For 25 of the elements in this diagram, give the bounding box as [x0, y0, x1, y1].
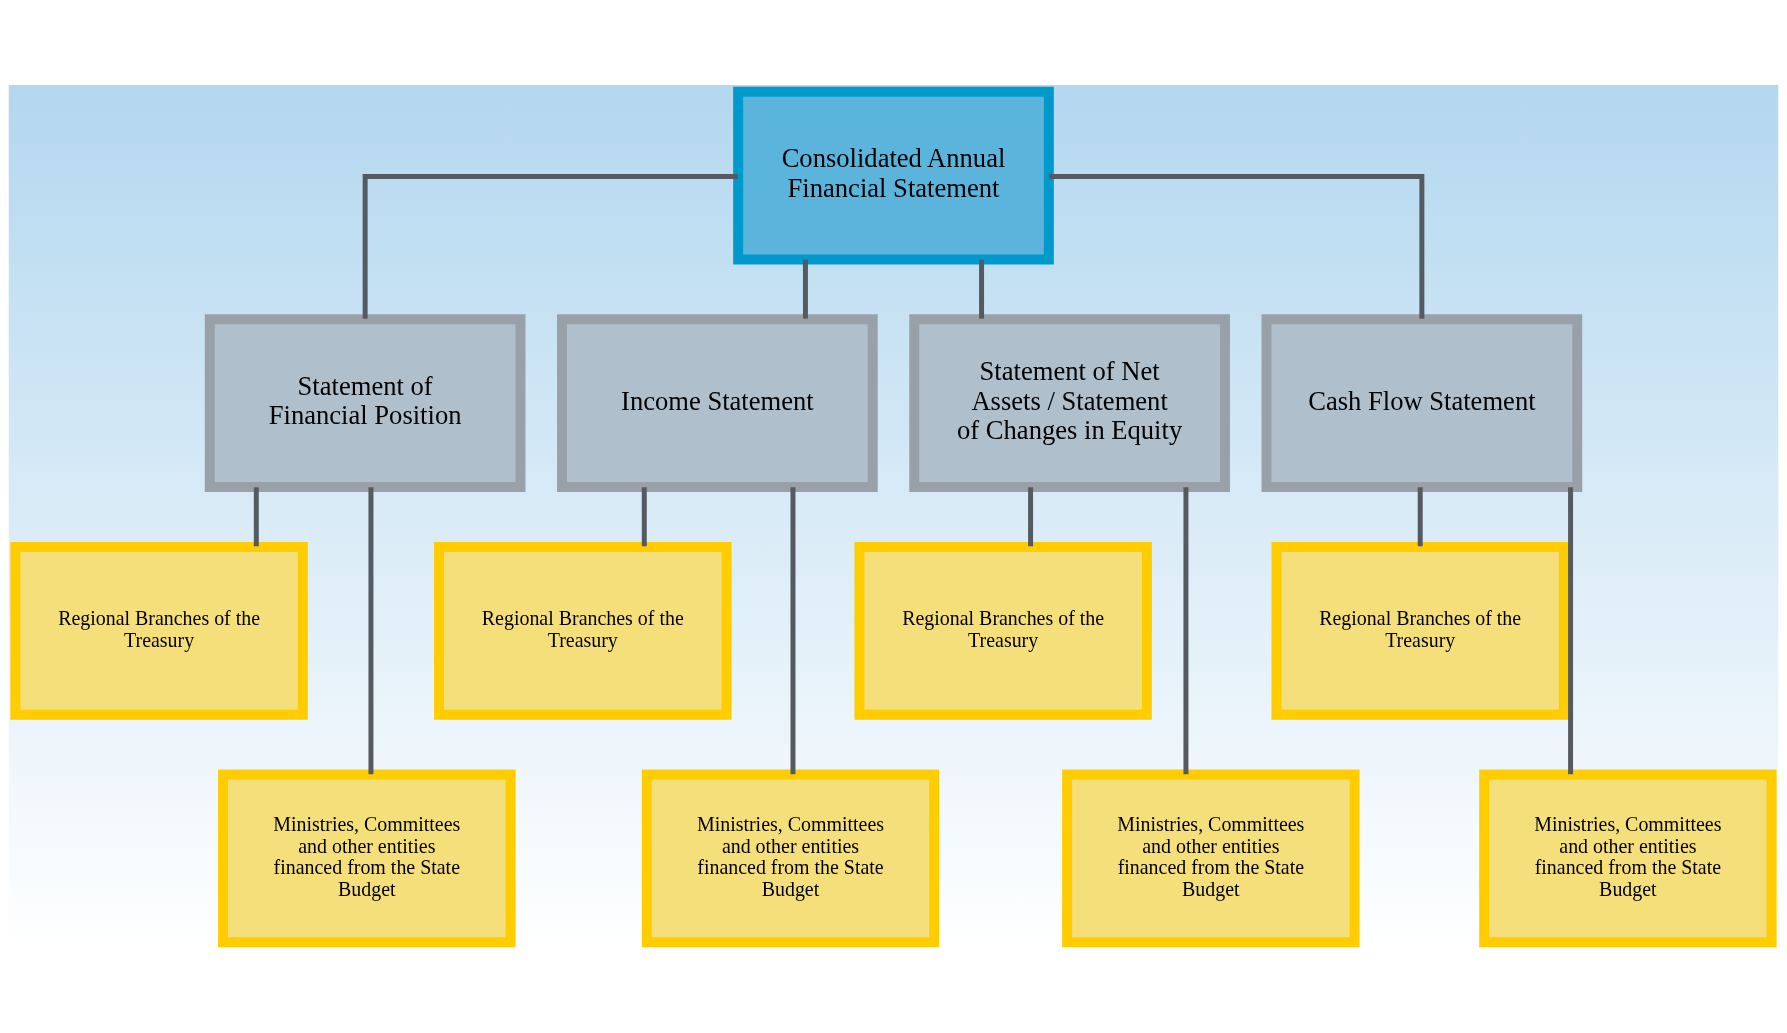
- node-box: Consolidated Annual Financial Statement: [733, 86, 1054, 264]
- node-box: Ministries, Committees and other entities financed from the State Budget: [1062, 769, 1360, 947]
- node-box: Cash Flow Statement: [1261, 313, 1583, 492]
- node-box: Ministries, Committees and other entities financed from the State Budget: [1479, 769, 1777, 947]
- node-box: Ministries, Committees and other entities financed from the State Budget: [218, 769, 516, 947]
- node-box: Income Statement: [557, 313, 878, 492]
- node-box: Regional Branches of the Treasury: [434, 541, 732, 720]
- node-box: Ministries, Committees and other entities financed from the State Budget: [641, 769, 940, 947]
- connector: [253, 486, 259, 546]
- connector: [790, 486, 796, 774]
- node-box: Regional Branches of the Treasury: [10, 541, 308, 720]
- connector: [362, 173, 738, 319]
- connector: [1183, 486, 1189, 774]
- connector: [1049, 173, 1425, 319]
- node-box: Regional Branches of the Treasury: [1271, 541, 1569, 720]
- connector: [802, 259, 808, 319]
- connector: [1417, 486, 1423, 546]
- node-box: Statement of Net Assets / Statement of Changes in Equity: [909, 313, 1230, 492]
- node-box: Regional Branches of the Treasury: [854, 541, 1152, 720]
- node-box: Statement of Financial Position: [204, 313, 526, 492]
- connector: [1568, 486, 1574, 774]
- connector: [1028, 486, 1034, 546]
- connector: [641, 486, 647, 546]
- connector: [979, 259, 985, 319]
- connector: [368, 486, 374, 774]
